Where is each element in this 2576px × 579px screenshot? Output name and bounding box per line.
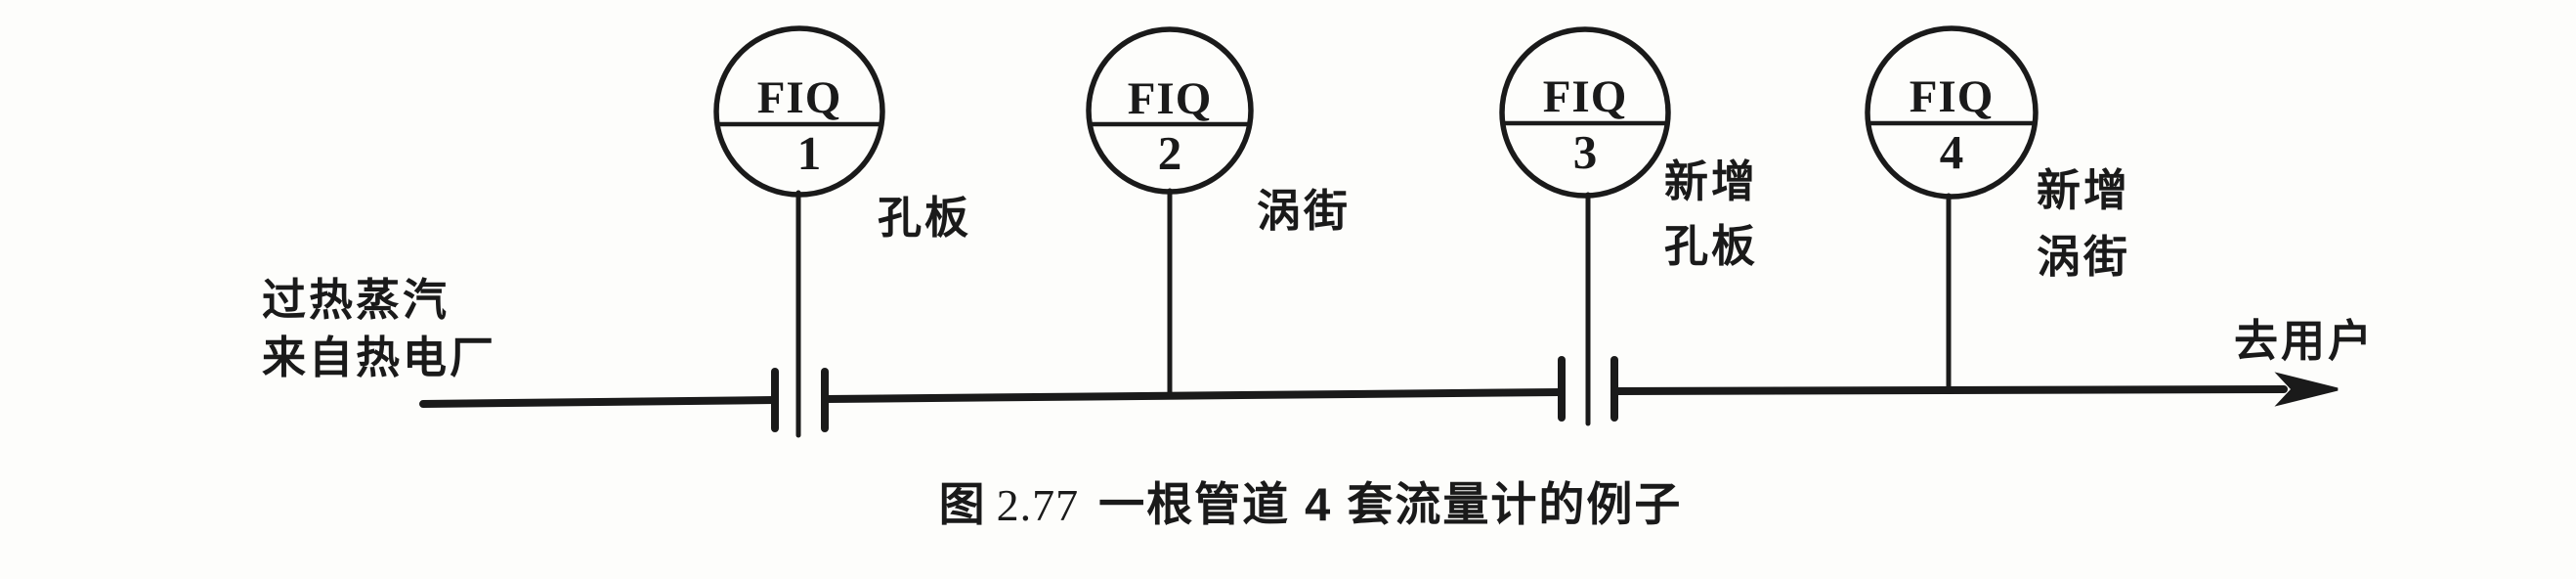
fiq3-type-line1: 新增 <box>1664 156 1759 206</box>
figure-caption-label: 图 <box>938 478 987 530</box>
fiq1-type-label: 孔板 <box>878 186 971 250</box>
instrument-fiq2-symbol <box>1086 26 1254 396</box>
flow-arrow-icon <box>2274 372 2339 407</box>
fiq4-tag: FIQ <box>1909 71 1995 122</box>
fiq4-type-line1: 新增 <box>2037 165 2131 215</box>
fiq3-number: 3 <box>1572 125 1598 179</box>
instrument-fiq3-symbol <box>1499 26 1671 426</box>
figure-caption-title: 一根管道 4 套流量计的例子 <box>1098 478 1683 530</box>
source-label: 过热蒸汽 来自热电厂 <box>262 271 496 386</box>
destination-label: 去用户 <box>2234 316 2376 366</box>
fiq1-tag: FIQ <box>756 72 842 123</box>
fiq3-type-label: 新增 孔板 <box>1664 150 1758 279</box>
fiq4-type-line2: 涡街 <box>2037 232 2131 282</box>
orifice-plate-icon <box>1558 356 1618 422</box>
fiq2-type-label: 涡街 <box>1257 179 1351 244</box>
orifice-plate-icon <box>771 368 829 432</box>
fiq4-type-label: 新增 涡街 <box>2037 157 2130 290</box>
instrument-bubble <box>713 25 885 198</box>
fiq2-number: 2 <box>1157 126 1182 180</box>
source-label-line2: 来自热电厂 <box>262 333 497 382</box>
fiq3-tag: FIQ <box>1542 71 1628 122</box>
fiq1-number: 1 <box>796 126 822 180</box>
fiq3-type-line2: 孔板 <box>1664 221 1759 271</box>
source-label-line1: 过热蒸汽 <box>262 275 451 325</box>
fiq4-number: 4 <box>1939 125 1964 179</box>
instrument-fiq4-symbol <box>1865 25 2039 392</box>
instrument-bubble <box>1086 26 1254 195</box>
instrument-bubble <box>1865 25 2039 200</box>
figure-caption-number: 2.77 <box>996 480 1080 530</box>
instrument-bubble <box>1499 26 1671 199</box>
pipe-line <box>419 385 2288 408</box>
fiq1-type-line1: 孔板 <box>878 193 972 243</box>
instrument-fiq1-symbol <box>713 25 885 438</box>
fiq2-tag: FIQ <box>1127 73 1213 124</box>
fiq2-type-line1: 涡街 <box>1257 186 1352 236</box>
